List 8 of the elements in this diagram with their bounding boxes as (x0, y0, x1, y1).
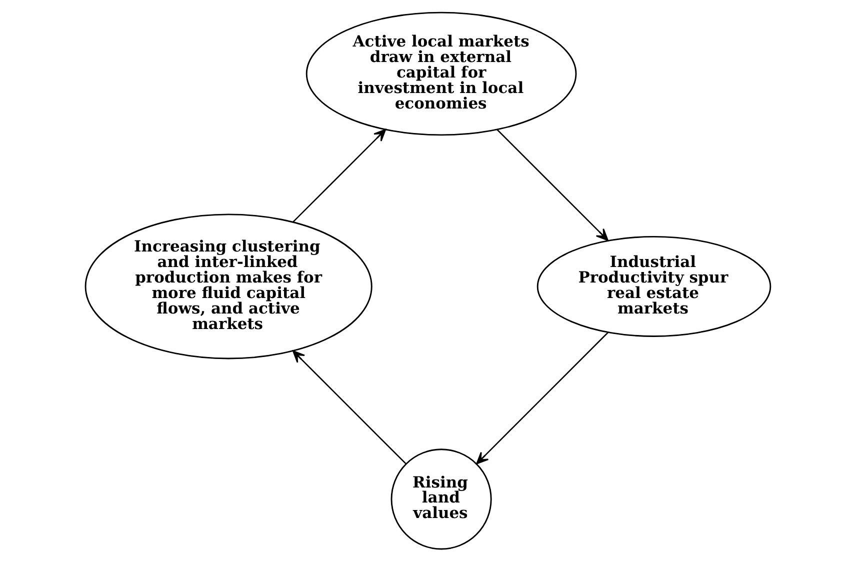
arrow (476, 332, 608, 464)
node-ellipse: Increasing clustering and inter-linked production makes for more fluid capital flows, and active markets (84, 214, 372, 360)
node-circle: Rising land values (390, 448, 492, 550)
arrow (292, 129, 386, 223)
arrow (292, 350, 406, 464)
arrow (496, 128, 608, 241)
node-ellipse: Industrial Productivity spur real estate markets (536, 236, 771, 337)
node-ellipse: Active local markets draw in external capital for investment in local economies (305, 12, 576, 136)
